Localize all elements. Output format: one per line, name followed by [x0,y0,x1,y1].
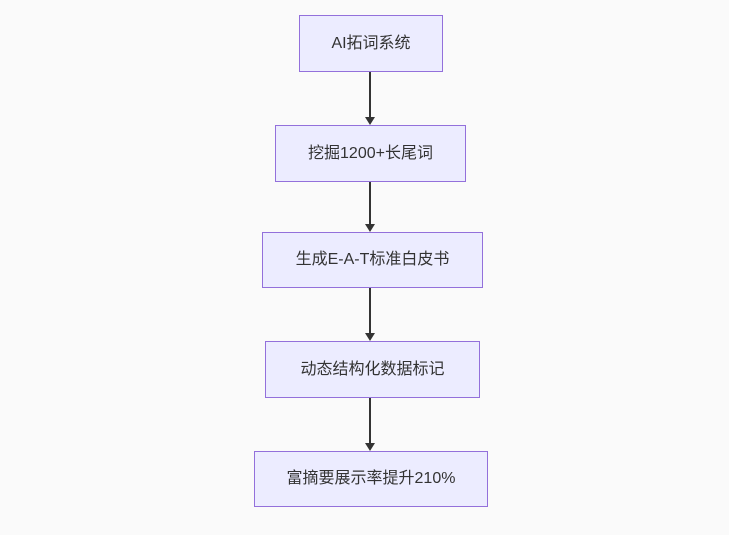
flow-edge-1 [364,72,376,125]
flow-node-rich-snippet-rate: 富摘要展示率提升210% [254,451,488,507]
flow-node-structured-data-markup: 动态结构化数据标记 [265,341,480,398]
flow-node-longtail-keywords: 挖掘1200+长尾词 [275,125,466,182]
flow-node-ai-word-expansion-system: AI拓词系统 [299,15,443,72]
arrow-down-icon [365,333,375,341]
arrow-down-icon [365,443,375,451]
arrow-line [369,182,371,225]
flow-node-eat-whitepaper: 生成E-A-T标准白皮书 [262,232,483,288]
arrow-line [369,398,371,444]
flow-edge-2 [364,182,376,232]
flow-node-label: 动态结构化数据标记 [300,360,445,378]
flow-node-label: AI拓词系统 [331,34,411,52]
arrow-down-icon [365,224,375,232]
arrow-line [369,288,371,334]
flow-edge-4 [364,398,376,451]
flow-edge-3 [364,288,376,341]
arrow-line [369,72,371,118]
flow-node-label: 富摘要展示率提升210% [286,470,456,488]
flow-node-label: 生成E-A-T标准白皮书 [295,251,450,269]
arrow-down-icon [365,117,375,125]
flow-node-label: 挖掘1200+长尾词 [308,144,433,162]
